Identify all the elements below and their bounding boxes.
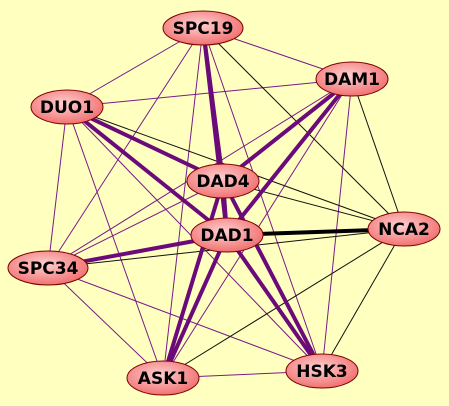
edge-ask1-nca2 bbox=[162, 228, 405, 379]
edge-dad4-spc34 bbox=[47, 180, 224, 269]
node-ellipse[interactable] bbox=[7, 250, 89, 286]
node-nca2[interactable]: NCA2 bbox=[367, 211, 441, 247]
node-spc34[interactable]: SPC34 bbox=[7, 250, 89, 286]
edge-spc19-spc34 bbox=[47, 27, 204, 269]
edge-spc34-ask1 bbox=[47, 267, 164, 379]
node-ellipse[interactable] bbox=[186, 163, 260, 199]
node-dad4[interactable]: DAD4 bbox=[186, 163, 260, 199]
node-dad1[interactable]: DAD1 bbox=[190, 217, 264, 253]
node-label: DAD4 bbox=[196, 172, 249, 192]
edge-dam1-hsk3 bbox=[321, 78, 353, 372]
node-ellipse[interactable] bbox=[126, 360, 200, 396]
edge-dam1-nca2 bbox=[351, 78, 405, 230]
edge-dad4-hsk3 bbox=[221, 179, 324, 373]
node-label: DAM1 bbox=[324, 70, 380, 90]
edge-duo1-dad1 bbox=[65, 105, 229, 237]
node-spc19[interactable]: SPC19 bbox=[162, 10, 244, 46]
node-ellipse[interactable] bbox=[285, 353, 359, 389]
edge-dam1-dad4 bbox=[221, 77, 354, 183]
edge-dad1-ask1 bbox=[161, 233, 229, 380]
edge-duo1-ask1 bbox=[66, 106, 164, 379]
node-label: ASK1 bbox=[138, 369, 188, 389]
node-duo1[interactable]: DUO1 bbox=[30, 89, 104, 125]
node-dam1[interactable]: DAM1 bbox=[315, 61, 389, 97]
edge-spc19-hsk3 bbox=[202, 27, 323, 372]
edge-duo1-dad4 bbox=[65, 105, 225, 183]
node-label: DAD1 bbox=[200, 226, 253, 246]
edge-dad1-hsk3 bbox=[225, 233, 324, 373]
edge-duo1-spc34 bbox=[47, 106, 68, 269]
edge-hsk3-nca2 bbox=[321, 228, 405, 372]
edge-dam1-dad1 bbox=[225, 77, 354, 237]
node-ellipse[interactable] bbox=[190, 217, 264, 253]
node-label: SPC34 bbox=[18, 259, 79, 279]
node-ellipse[interactable] bbox=[367, 211, 441, 247]
edge-spc19-ask1 bbox=[162, 27, 204, 379]
node-label: HSK3 bbox=[296, 362, 347, 382]
edge-dad4-ask1 bbox=[161, 179, 225, 380]
node-label: NCA2 bbox=[378, 220, 430, 240]
node-label: DUO1 bbox=[40, 98, 94, 118]
node-ellipse[interactable] bbox=[30, 89, 104, 125]
edge-spc34-hsk3 bbox=[47, 267, 323, 372]
node-ellipse[interactable] bbox=[162, 10, 244, 46]
node-ellipse[interactable] bbox=[315, 61, 389, 97]
node-label: SPC19 bbox=[173, 19, 234, 39]
node-hsk3[interactable]: HSK3 bbox=[285, 353, 359, 389]
node-ask1[interactable]: ASK1 bbox=[126, 360, 200, 396]
edge-spc19-nca2 bbox=[202, 27, 405, 230]
